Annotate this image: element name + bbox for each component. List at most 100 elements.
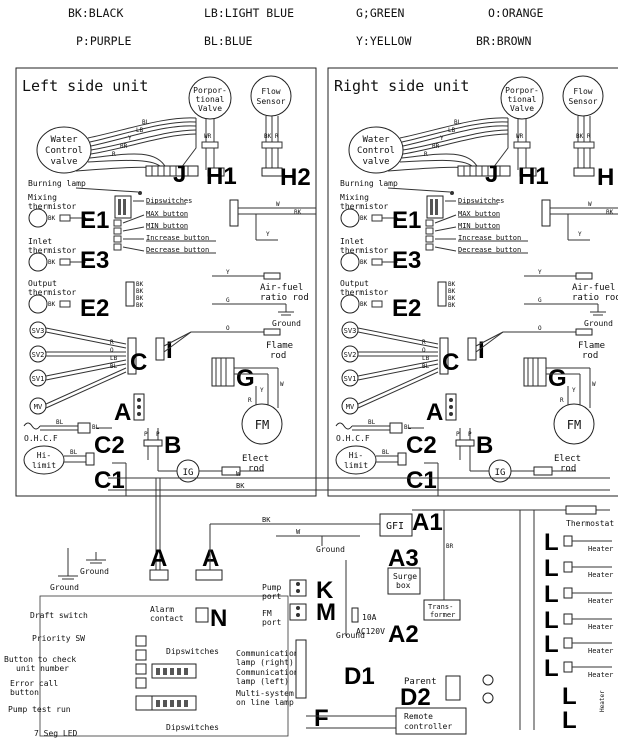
unit-text: BL bbox=[92, 424, 100, 431]
unit-text: Y bbox=[260, 387, 264, 394]
callout-d1: D1 bbox=[344, 663, 375, 690]
unit-text: Elect bbox=[554, 454, 581, 464]
callout-a3: A3 bbox=[388, 545, 419, 572]
connector-c bbox=[439, 337, 449, 375]
thermostat-label: Thermostat bbox=[566, 519, 614, 528]
unit-text: Dipswitches bbox=[146, 197, 192, 205]
unit-text: P bbox=[456, 431, 460, 438]
callout-l: L bbox=[544, 631, 559, 658]
wire-label: BR bbox=[446, 543, 454, 550]
unit-text: I bbox=[478, 337, 485, 364]
unit-text: WR bbox=[516, 133, 524, 140]
unit-text: E1 bbox=[80, 207, 109, 234]
unit-text: MIN button bbox=[146, 222, 188, 230]
unit-text: ratio rod bbox=[260, 293, 309, 303]
unit-text: Elect bbox=[242, 454, 269, 464]
unit-text: A bbox=[426, 399, 443, 426]
pump-test-label: Pump test run bbox=[8, 705, 71, 714]
svg-text:BK R: BK R bbox=[576, 133, 591, 140]
parent-label: Parent bbox=[404, 677, 437, 687]
unit-text: Sensor bbox=[569, 97, 598, 106]
heater-label: Heater bbox=[588, 647, 613, 655]
unit-text: J bbox=[173, 161, 186, 188]
connector-c bbox=[127, 337, 137, 375]
unit-text: O.H.C.F bbox=[24, 434, 58, 443]
unit-text: Water bbox=[362, 135, 390, 145]
unit-text: MAX button bbox=[458, 210, 500, 218]
remote-label: controller bbox=[404, 722, 452, 731]
svg-text:Y: Y bbox=[128, 135, 132, 142]
transformer bbox=[423, 599, 461, 621]
unit-text: Control bbox=[45, 146, 83, 156]
callout-a: A bbox=[150, 545, 167, 572]
unit-text: P bbox=[144, 431, 148, 438]
unit-text: Increase button bbox=[458, 234, 521, 242]
error-label: Error call bbox=[10, 679, 58, 688]
svg-text:LB: LB bbox=[136, 127, 144, 134]
unit-text: FM bbox=[255, 418, 269, 432]
svg-text:BK R: BK R bbox=[264, 133, 279, 140]
unit-text: Inlet bbox=[340, 237, 364, 246]
unit-text: BL bbox=[368, 419, 376, 426]
unit-text: R bbox=[560, 397, 564, 404]
unit-text: C bbox=[442, 349, 459, 376]
unit-text: E3 bbox=[80, 247, 109, 274]
multi-label: Multi-system bbox=[236, 689, 294, 698]
hi-limit bbox=[335, 445, 377, 475]
callout-l: L bbox=[544, 581, 559, 608]
heater-connector bbox=[563, 661, 573, 673]
callout-a1: A1 bbox=[412, 509, 443, 536]
callout-l: L bbox=[544, 607, 559, 634]
unit-text: BL bbox=[404, 424, 412, 431]
unit-text: thermistor bbox=[28, 246, 76, 255]
unit-text: Y bbox=[266, 231, 270, 238]
unit-text: Y bbox=[538, 269, 542, 276]
unit-text: Ground bbox=[584, 319, 613, 328]
unit-text: MAX button bbox=[146, 210, 188, 218]
unit-text: thermistor bbox=[340, 288, 388, 297]
proportional-valve bbox=[500, 76, 544, 120]
unit-text: Mixing bbox=[340, 193, 369, 202]
unit-text: C2 bbox=[406, 432, 437, 459]
multi-label: on line lamp bbox=[236, 698, 294, 707]
unit-text: W bbox=[592, 381, 596, 388]
svg-text:BK: BK bbox=[448, 288, 456, 295]
unit-title: Right side unit bbox=[334, 77, 469, 95]
unit-text: MV bbox=[346, 403, 355, 411]
unit-text: IG bbox=[495, 468, 506, 478]
unit-text: Porpor- bbox=[193, 86, 227, 95]
unit-text: Control bbox=[357, 146, 395, 156]
legend-yellow: Y:YELLOW bbox=[356, 34, 412, 48]
heater-label: Heater bbox=[588, 545, 613, 553]
unit-text: R bbox=[422, 339, 426, 346]
unit-text: Increase button bbox=[146, 234, 209, 242]
unit-text: G bbox=[538, 297, 542, 304]
unit-text: thermistor bbox=[28, 202, 76, 211]
svg-text:BK: BK bbox=[136, 281, 144, 288]
unit-text: tional bbox=[508, 95, 537, 104]
unit-text: R bbox=[248, 397, 252, 404]
surge-box bbox=[387, 567, 421, 595]
alarm-label: Alarm bbox=[150, 605, 174, 614]
unit-text: E2 bbox=[80, 295, 109, 322]
unit-text: Burning lamp bbox=[28, 179, 86, 188]
unit-text: Sensor bbox=[257, 97, 286, 106]
unit-text: E1 bbox=[392, 207, 421, 234]
legend-brown: BR:BROWN bbox=[476, 34, 532, 48]
unit-text: O.H.C.F bbox=[336, 434, 370, 443]
unit-text: W bbox=[280, 381, 284, 388]
unit-text: rod bbox=[582, 351, 598, 361]
pump-port-label: Pump bbox=[262, 583, 281, 592]
ground-label: Ground bbox=[50, 583, 79, 592]
svg-text:BK: BK bbox=[136, 288, 144, 295]
unit-text: BL bbox=[422, 363, 430, 370]
alarm-label: contact bbox=[150, 614, 184, 623]
unit-text: Decrease button bbox=[458, 246, 521, 254]
unit-text: W bbox=[588, 201, 592, 208]
legend-green: G;GREEN bbox=[356, 6, 405, 20]
fm-port-label: port bbox=[262, 618, 281, 627]
unit-text: O bbox=[538, 325, 542, 332]
unit-text: J bbox=[485, 161, 498, 188]
callout-h: H bbox=[597, 164, 614, 191]
